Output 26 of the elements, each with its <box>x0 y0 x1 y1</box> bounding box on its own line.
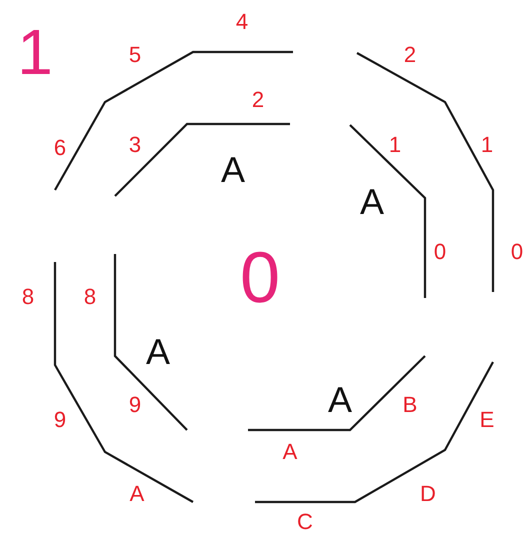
section-number: 0 <box>240 242 280 314</box>
segment-label: 1 <box>388 134 402 156</box>
segment-label: 8 <box>22 286 34 308</box>
segment-label: A <box>282 441 298 463</box>
segment-label: 5 <box>128 44 142 66</box>
segment-label: 3 <box>128 134 142 156</box>
segment-letter: A <box>360 184 384 220</box>
section-number: 1 <box>17 20 53 84</box>
segment-label: 9 <box>128 394 142 416</box>
segment-label: E <box>480 409 494 431</box>
segment-label: 8 <box>84 286 96 308</box>
segment-label: 0 <box>510 241 524 263</box>
segment-label: 2 <box>404 44 416 66</box>
segment-label: B <box>402 394 418 416</box>
segment-label: 1 <box>480 134 494 156</box>
segment-label: D <box>420 483 436 505</box>
segment-label: 2 <box>252 89 264 111</box>
segment-label: C <box>297 511 313 533</box>
segment-letter: A <box>146 334 170 370</box>
segment-letter: A <box>221 152 245 188</box>
segment-label: 9 <box>54 409 66 431</box>
segment-label: 4 <box>236 11 248 33</box>
segment-label: 6 <box>54 137 66 159</box>
segment-letter: A <box>328 382 352 418</box>
segment-label: 0 <box>434 241 446 263</box>
segment-label: A <box>130 483 144 505</box>
